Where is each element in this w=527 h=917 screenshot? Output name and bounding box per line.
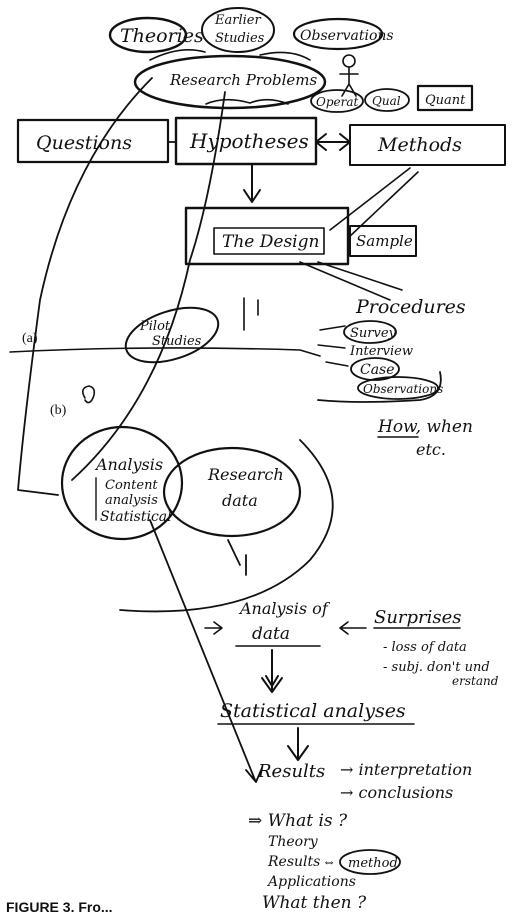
observations-proc-label: Observations xyxy=(363,382,443,396)
applications-label: Applications xyxy=(266,874,356,890)
interpretation-label: → interpretation xyxy=(340,760,472,779)
observations-top-label: Observations xyxy=(300,28,394,44)
procedures-label: Procedures xyxy=(355,296,466,318)
stat-to-results-arrow xyxy=(288,728,308,760)
questions-label: Questions xyxy=(36,132,132,154)
surprises-label: Surprises xyxy=(374,607,462,628)
theory-label: Theory xyxy=(268,834,319,850)
content-analysis-label-2: analysis xyxy=(105,493,158,508)
how-when-label: How, when xyxy=(377,417,473,437)
survey-label: Survey xyxy=(350,326,397,341)
statistical-analyses-label: Statistical analyses xyxy=(220,700,406,722)
the-design-label: The Design xyxy=(222,232,319,252)
etc-label: etc. xyxy=(416,440,446,459)
qual-label: Qual xyxy=(372,94,401,108)
pilot-label-2: Studies xyxy=(152,334,202,349)
content-analysis-label-1: Content xyxy=(105,478,158,493)
methods-label: Methods xyxy=(377,134,462,156)
operat-label: Operat xyxy=(316,95,359,109)
scribble-b-icon xyxy=(83,386,95,403)
method-label: method xyxy=(348,856,398,871)
arrow-into-analysis-of-data xyxy=(205,622,222,634)
horizontal-divider-line xyxy=(10,348,320,356)
data-label: data xyxy=(252,624,290,644)
what-then-label: What then ? xyxy=(262,893,367,913)
earlier-studies-label-1: Earlier xyxy=(214,13,261,28)
research-data-down-ticks xyxy=(228,540,246,575)
hypotheses-methods-arrow xyxy=(316,134,350,150)
loss-of-data-label: - loss of data xyxy=(383,640,467,655)
conclusions-label: → conclusions xyxy=(340,783,453,802)
subj-dont-label-1: - subj. don't und xyxy=(383,660,490,675)
figure-caption: FIGURE 3. Fro... xyxy=(6,899,113,915)
statistical-label: Statistical xyxy=(100,509,172,525)
analysis-of-label: Analysis of xyxy=(238,599,331,618)
interview-label: Interview xyxy=(349,344,413,359)
stick-figure-head-icon xyxy=(343,55,355,67)
hypotheses-to-design-arrow xyxy=(244,165,260,202)
pilot-label-1: Pilot xyxy=(139,319,171,334)
double-arrow-symbol: ⇔ xyxy=(322,855,336,870)
case-label: Case xyxy=(360,362,395,378)
research-problems-label: Research Problems xyxy=(169,71,317,89)
scribble-under-problems xyxy=(206,100,288,104)
sample-label: Sample xyxy=(356,232,413,250)
subj-dont-label-2: erstand xyxy=(452,674,499,688)
analysis-label: Analysis xyxy=(94,455,163,474)
hypotheses-label: Hypotheses xyxy=(189,129,309,153)
research-data-label-1: Research xyxy=(207,465,284,484)
results-label: Results xyxy=(257,761,325,782)
surprises-arrow xyxy=(340,622,366,634)
data-to-stat-arrow xyxy=(262,650,282,692)
what-is-label: ⇒ What is ? xyxy=(248,811,348,831)
theories-label: Theories xyxy=(120,25,204,47)
research-data-label-2: data xyxy=(222,491,258,510)
design-down-ticks xyxy=(244,298,258,330)
results-2-label: Results xyxy=(267,854,320,870)
label-b: (b) xyxy=(50,403,67,418)
quant-label: Quant xyxy=(425,93,466,108)
earlier-studies-label-2: Studies xyxy=(215,31,265,46)
